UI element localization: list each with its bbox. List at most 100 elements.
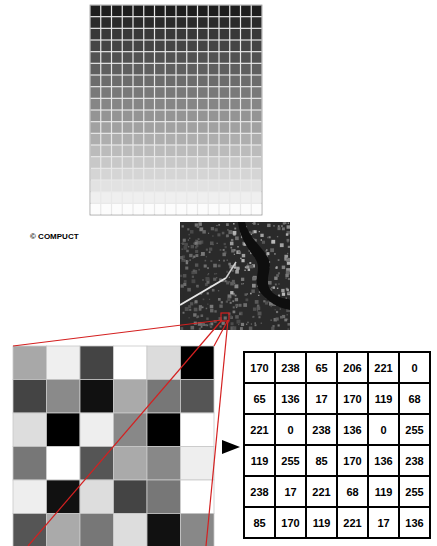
satellite-image bbox=[180, 222, 290, 330]
gray-cell bbox=[209, 99, 219, 109]
gray-cell bbox=[91, 29, 101, 39]
gray-cell bbox=[155, 146, 165, 156]
image-speck bbox=[219, 260, 220, 261]
image-speck bbox=[252, 284, 256, 288]
pixel-cell bbox=[114, 346, 148, 380]
gray-cell bbox=[187, 99, 197, 109]
gray-cell bbox=[155, 134, 165, 144]
table-cell: 255 bbox=[400, 415, 431, 446]
gray-cell bbox=[241, 76, 251, 86]
pixel-cell bbox=[181, 480, 215, 514]
gray-cell bbox=[91, 6, 101, 16]
image-speck bbox=[247, 263, 248, 264]
pixel-cell bbox=[47, 346, 81, 380]
gray-cell bbox=[252, 111, 262, 121]
image-speck bbox=[230, 302, 232, 304]
gray-cell bbox=[91, 111, 101, 121]
image-speck bbox=[187, 288, 191, 292]
gray-cell bbox=[123, 157, 133, 167]
image-speck bbox=[193, 313, 196, 316]
gray-cell bbox=[252, 87, 262, 97]
gray-cell bbox=[252, 52, 262, 62]
image-speck bbox=[227, 229, 228, 230]
image-speck bbox=[255, 324, 257, 326]
image-speck bbox=[212, 235, 213, 236]
gray-cell bbox=[177, 29, 187, 39]
image-speck bbox=[275, 309, 276, 310]
image-speck bbox=[217, 233, 220, 236]
image-speck bbox=[278, 259, 280, 261]
image-speck bbox=[251, 232, 253, 234]
image-speck bbox=[272, 325, 274, 327]
gray-cell bbox=[198, 76, 208, 86]
gray-cell bbox=[91, 76, 101, 86]
gray-cell bbox=[230, 6, 240, 16]
gray-cell bbox=[177, 6, 187, 16]
gray-cell bbox=[230, 122, 240, 132]
image-speck bbox=[252, 316, 254, 318]
image-speck bbox=[271, 287, 272, 288]
gray-cell bbox=[134, 6, 144, 16]
gray-cell bbox=[91, 41, 101, 51]
gray-cell bbox=[144, 181, 154, 191]
image-speck bbox=[260, 234, 263, 237]
image-speck bbox=[246, 265, 249, 268]
image-speck bbox=[235, 295, 237, 297]
pixel-cell bbox=[47, 480, 81, 514]
image-speck bbox=[194, 308, 198, 312]
gray-cell bbox=[220, 204, 230, 214]
image-speck bbox=[227, 298, 230, 301]
gray-cell bbox=[177, 146, 187, 156]
table-cell: 65 bbox=[307, 353, 338, 384]
gray-cell bbox=[144, 6, 154, 16]
image-speck bbox=[253, 276, 256, 279]
gray-cell bbox=[134, 134, 144, 144]
image-speck bbox=[200, 307, 201, 308]
image-speck bbox=[287, 253, 288, 254]
image-speck bbox=[194, 301, 198, 305]
image-speck bbox=[198, 241, 202, 245]
pixel-cell bbox=[80, 514, 114, 546]
gray-cell bbox=[123, 52, 133, 62]
image-speck bbox=[229, 315, 231, 317]
image-speck bbox=[251, 323, 252, 324]
image-speck bbox=[201, 326, 203, 328]
gray-cell bbox=[134, 99, 144, 109]
image-speck bbox=[288, 223, 289, 224]
image-speck bbox=[193, 270, 196, 273]
gray-cell bbox=[209, 157, 219, 167]
image-speck bbox=[210, 305, 214, 309]
gray-cell bbox=[166, 41, 176, 51]
image-speck bbox=[218, 224, 220, 226]
gray-cell bbox=[252, 99, 262, 109]
image-speck bbox=[287, 323, 290, 326]
gray-cell bbox=[241, 87, 251, 97]
image-speck bbox=[273, 225, 274, 226]
image-speck bbox=[241, 259, 244, 262]
gray-cell bbox=[144, 192, 154, 202]
gray-cell bbox=[155, 192, 165, 202]
image-speck bbox=[240, 258, 241, 259]
table-cell: 119 bbox=[245, 446, 276, 477]
table-cell: 238 bbox=[245, 477, 276, 508]
gray-cell bbox=[144, 29, 154, 39]
gray-cell bbox=[101, 169, 111, 179]
image-speck bbox=[258, 312, 262, 316]
gray-cell bbox=[166, 157, 176, 167]
image-speck bbox=[265, 250, 266, 251]
pixel-cell bbox=[13, 413, 47, 447]
image-speck bbox=[214, 273, 216, 275]
table-cell: 17 bbox=[276, 477, 307, 508]
gray-cell bbox=[177, 76, 187, 86]
gray-cell bbox=[198, 6, 208, 16]
gray-cell bbox=[112, 87, 122, 97]
gray-cell bbox=[166, 99, 176, 109]
gray-cell bbox=[220, 157, 230, 167]
image-speck bbox=[182, 242, 184, 244]
image-speck bbox=[230, 247, 232, 249]
image-speck bbox=[241, 278, 244, 281]
gray-cell bbox=[177, 192, 187, 202]
image-speck bbox=[241, 283, 242, 284]
image-speck bbox=[224, 316, 227, 319]
gray-cell bbox=[101, 6, 111, 16]
